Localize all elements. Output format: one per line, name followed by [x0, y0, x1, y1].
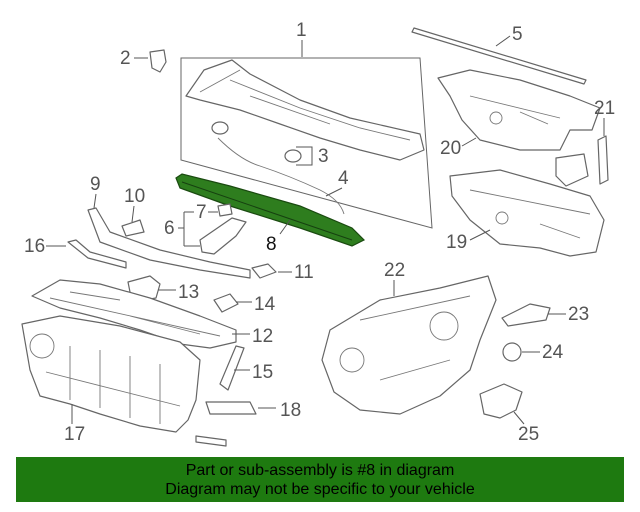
callout-18: 18 [280, 400, 301, 421]
part-11-clip [251, 263, 277, 279]
leader-19 [469, 229, 491, 241]
part-1-cowl-panel-group [180, 57, 433, 229]
part-17-dash-panel [21, 315, 201, 433]
callout-3: 3 [318, 146, 329, 167]
part-10-bracket [121, 219, 145, 237]
part-19-insulator [449, 169, 605, 257]
leader-4 [325, 187, 343, 197]
part-21-bracket [555, 135, 609, 187]
part-15-brace [219, 345, 245, 391]
callout-21: 21 [594, 98, 615, 119]
part-20-panel [437, 69, 601, 151]
part-24-plug [502, 342, 522, 362]
callout-7: 7 [196, 202, 207, 223]
callout-20: 20 [440, 138, 461, 159]
callout-17: 17 [64, 424, 85, 445]
part-17-detail [29, 333, 181, 424]
callout-10: 10 [124, 186, 145, 207]
leader-3 [296, 146, 313, 166]
part-25-bracket [479, 383, 523, 419]
callout-5: 5 [512, 24, 523, 45]
callout-24: 24 [542, 342, 564, 363]
callout-2: 2 [120, 48, 131, 69]
part-4-hose [217, 137, 345, 215]
part-12-detail [49, 291, 221, 337]
leader-25 [513, 411, 525, 425]
banner-line-1: Part or sub-assembly is #8 in diagram [185, 462, 455, 479]
leader-10 [131, 205, 135, 223]
part-1-detail [199, 69, 411, 141]
part-6-bracket [199, 217, 247, 255]
callout-25: 25 [518, 424, 539, 445]
part-5-weatherstrip [411, 27, 587, 85]
callout-8: 8 [266, 234, 277, 255]
part-8-detail [181, 181, 353, 241]
leader-8 [279, 219, 291, 235]
part-19-detail [469, 189, 591, 239]
leader-6 [178, 211, 200, 247]
part-22-detail [339, 295, 471, 381]
leader-9 [93, 193, 97, 209]
callout-11: 11 [294, 262, 314, 283]
part-info-banner: Part or sub-assembly is #8 in diagram Di… [16, 457, 624, 502]
part-3-grommets [211, 121, 302, 163]
part-2-clip [149, 49, 167, 73]
callout-6: 6 [164, 218, 175, 239]
callout-22: 22 [384, 260, 405, 281]
part-9-strip [87, 207, 251, 279]
callout-19: 19 [446, 232, 467, 253]
callout-12: 12 [252, 326, 273, 347]
part-12-plenum [31, 279, 237, 349]
part-16-strip [67, 239, 127, 269]
callout-9: 9 [90, 174, 101, 195]
part-7-clip [217, 203, 233, 217]
callout-1: 1 [296, 20, 307, 41]
callout-16: 16 [24, 236, 45, 257]
part-17-tab [195, 435, 227, 447]
part-20-detail [469, 95, 561, 125]
part-18-bracket [205, 401, 257, 415]
callout-14: 14 [254, 294, 276, 315]
part-22-carrier [321, 275, 497, 415]
callout-23: 23 [568, 304, 589, 325]
part-14-bracket [213, 293, 239, 313]
leader-20 [461, 137, 477, 147]
banner-line-2: Diagram may not be specific to your vehi… [165, 481, 475, 498]
parts-diagram: 1 2 3 4 5 20 21 19 8 9 10 6 7 16 11 13 [21, 20, 615, 447]
leader-5 [495, 35, 511, 47]
callout-13: 13 [178, 282, 199, 303]
part-23-bracket [501, 303, 551, 327]
callout-15: 15 [252, 362, 273, 383]
callout-4: 4 [338, 168, 349, 189]
